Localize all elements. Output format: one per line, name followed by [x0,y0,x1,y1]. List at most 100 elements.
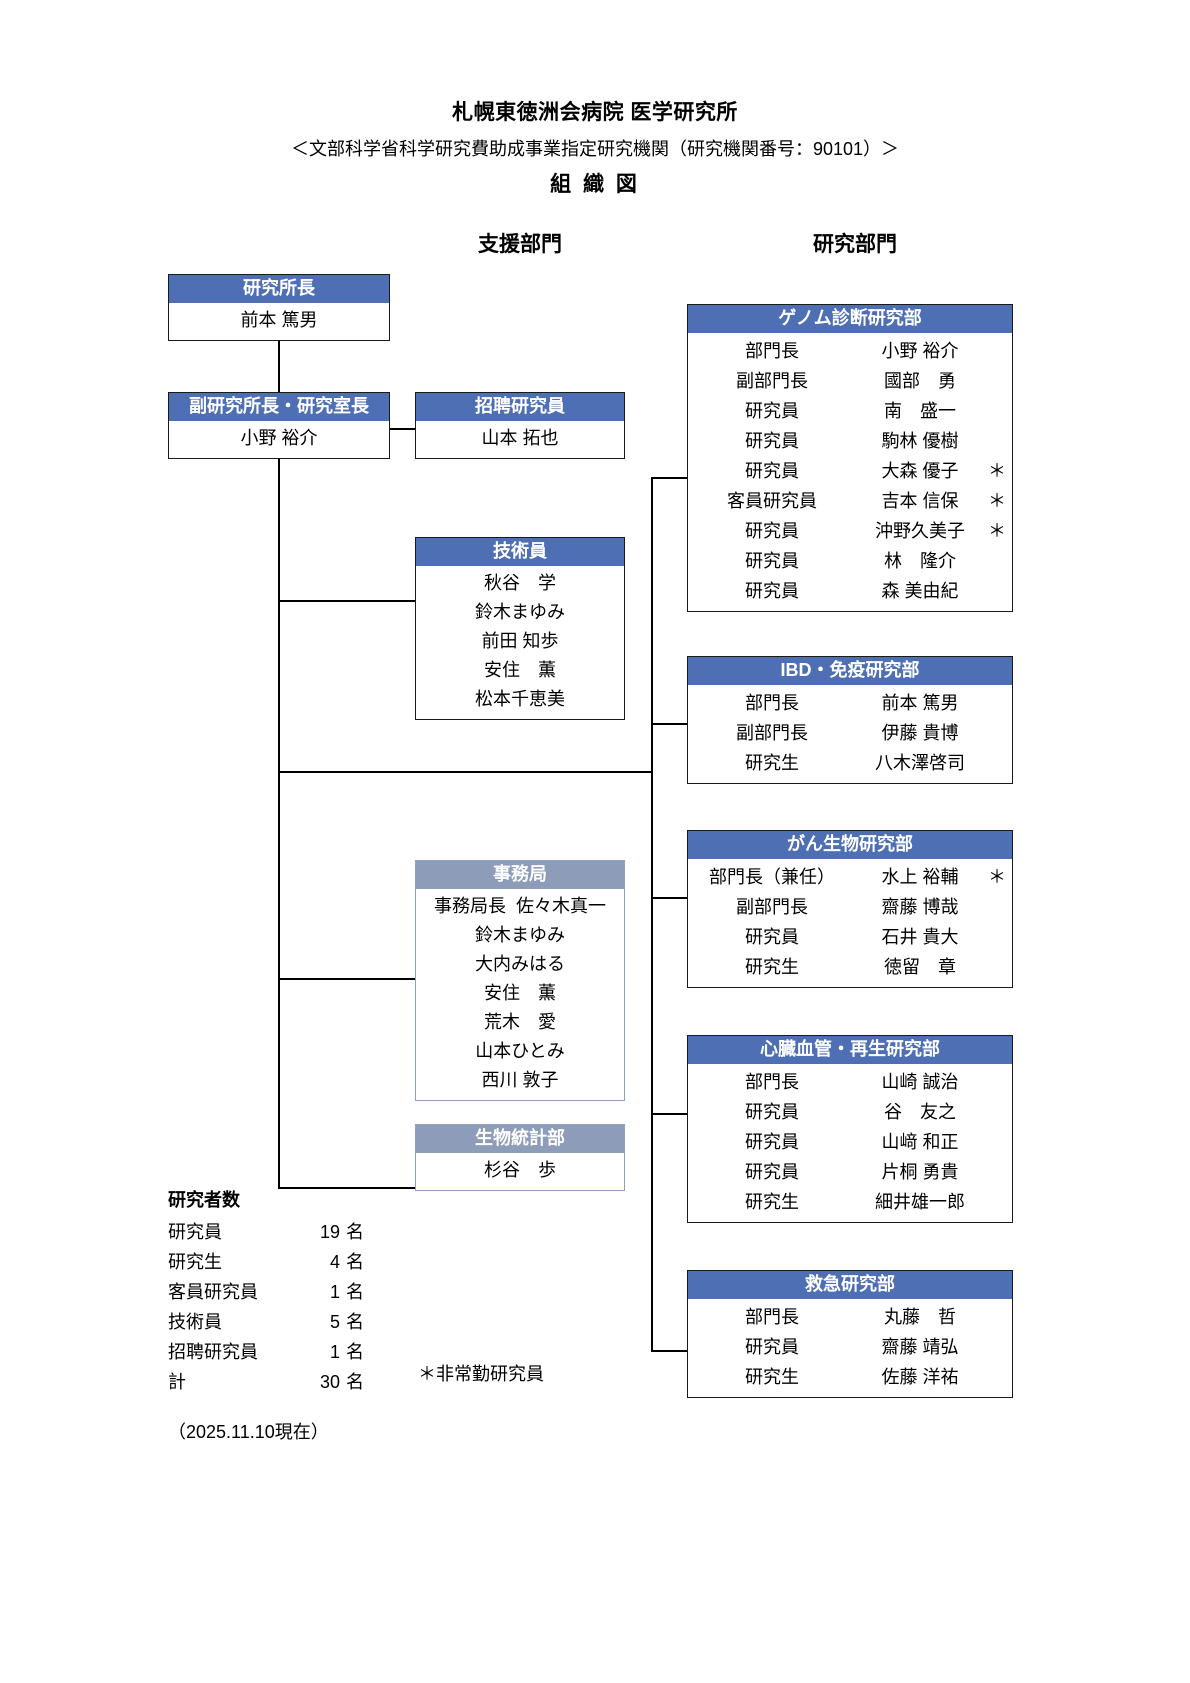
dept-name: 山﨑 和正 [881,1131,959,1152]
dept-role: 部門長 [745,692,799,713]
box-dept-cancer: がん生物研究部 部門長（兼任） 水上 裕輔 ＊ 副部門長 齋藤 博哉 研究員 石… [687,830,1013,988]
box-invited-researcher-body: 山本 拓也 [416,421,624,458]
dept-role: 研究員 [745,926,799,947]
box-deputy-director: 副研究所長・研究室長 小野 裕介 [168,392,390,459]
dept-row: 客員研究員 吉本 信保 ＊ [688,486,1012,516]
connector-spine-to-office [278,978,415,980]
dept-name: 徳留 章 [884,956,956,977]
column-header-research: 研究部門 [813,233,897,256]
dept-name: 齋藤 博哉 [881,896,959,917]
dept-row: 研究員 齋藤 靖弘 [688,1332,1012,1362]
stat-label: 客員研究員 [168,1282,258,1302]
stat-label: 研究員 [168,1222,222,1242]
box-dept-cardio-title: 心臓血管・再生研究部 [688,1036,1012,1064]
dept-name: 小野 裕介 [881,340,959,361]
dept-name: 國部 勇 [884,370,956,391]
dept-row: 研究員 沖野久美子 ＊ [688,516,1012,546]
dept-row: 部門長 小野 裕介 [688,336,1012,366]
dept-name: 駒林 優樹 [881,430,959,451]
dept-role: 研究員 [745,430,799,451]
stat-row: 研究員 19 名 [168,1217,364,1247]
stat-unit: 名 [346,1372,364,1392]
box-technicians-title: 技術員 [416,538,624,566]
part-time-footnote: ＊非常勤研究員 [418,1364,544,1384]
member-name: 秋谷 学 [484,572,556,593]
dept-name: 吉本 信保 [881,490,959,511]
dept-name: 片桐 勇貴 [881,1161,959,1182]
member-name: 荒木 愛 [484,1011,556,1032]
dept-name: 南 盛一 [884,400,956,421]
stat-value: 4 [329,1252,340,1272]
stat-row: 招聘研究員 1 名 [168,1337,364,1367]
box-technicians: 技術員 秋谷 学 鈴木まゆみ 前田 知歩 安住 薫 松本千恵美 [415,537,625,720]
stat-label: 計 [168,1372,186,1392]
box-office-body: 事務局長 佐々木真一 鈴木まゆみ 大内みはる 安住 薫 荒木 愛 山本ひとみ 西… [416,889,624,1100]
page-subtitle: ＜文部科学省科学研究費助成事業指定研究機関（研究機関番号：90101）＞ [290,139,900,159]
box-biostatistics: 生物統計部 杉谷 歩 [415,1124,625,1191]
connector-deputy-to-invited [390,428,415,430]
box-dept-ibd-title: IBD・免疫研究部 [688,657,1012,685]
dept-role: 研究員 [745,400,799,421]
connector-spine-to-research-bus [278,771,653,773]
dept-role: 副部門長 [736,722,808,743]
dept-name: 沖野久美子 [875,520,965,541]
member-name: 松本千恵美 [475,688,565,709]
dept-role: 研究生 [745,752,799,773]
box-dept-cancer-body: 部門長（兼任） 水上 裕輔 ＊ 副部門長 齋藤 博哉 研究員 石井 貴大 研究生… [688,859,1012,987]
chart-label: 組 織 図 [550,173,640,196]
connector-spine-to-biostatistics [278,1187,415,1189]
dept-row: 研究員 駒林 優樹 [688,426,1012,456]
box-dept-ibd-body: 部門長 前本 篤男 副部門長 伊藤 貴博 研究生 八木澤啓司 [688,685,1012,783]
dept-row: 研究員 林 隆介 [688,546,1012,576]
dept-name: 八木澤啓司 [875,752,965,773]
box-dept-cardio: 心臓血管・再生研究部 部門長 山崎 誠治 研究員 谷 友之 研究員 山﨑 和正 … [687,1035,1013,1223]
connector-bus-to-ibd [651,723,687,725]
stat-unit: 名 [346,1282,364,1302]
connector-bus-to-cardio [651,1113,687,1115]
box-dept-emergency-title: 救急研究部 [688,1271,1012,1299]
box-office: 事務局 事務局長 佐々木真一 鈴木まゆみ 大内みはる 安住 薫 荒木 愛 山本ひ… [415,860,625,1101]
box-dept-genome: ゲノム診断研究部 部門長 小野 裕介 副部門長 國部 勇 研究員 南 盛一 研究… [687,304,1013,612]
stat-unit: 名 [346,1342,364,1362]
member-name: 鈴木まゆみ [475,601,565,622]
dept-name: 齋藤 靖弘 [881,1336,959,1357]
dept-role: 部門長（兼任） [709,866,835,887]
stat-row: 研究生 4 名 [168,1247,364,1277]
dept-role: 部門長 [745,1071,799,1092]
dept-row: 部門長（兼任） 水上 裕輔 ＊ [688,862,1012,892]
member-name: 前田 知歩 [481,630,559,651]
dept-role: 研究員 [745,460,799,481]
stat-value: 5 [329,1312,340,1332]
stat-value: 1 [329,1342,340,1362]
dept-row: 研究員 谷 友之 [688,1097,1012,1127]
box-biostatistics-title: 生物統計部 [416,1125,624,1153]
dept-role: 研究員 [745,550,799,571]
member-name: 事務局長 佐々木真一 [433,895,606,916]
member-name: 安住 薫 [484,982,556,1003]
box-director: 研究所長 前本 篤男 [168,274,390,341]
dept-row: 研究員 片桐 勇貴 [688,1157,1012,1187]
column-header-support: 支援部門 [478,233,562,256]
dept-role: 研究生 [745,1191,799,1212]
box-technicians-body: 秋谷 学 鈴木まゆみ 前田 知歩 安住 薫 松本千恵美 [416,566,624,719]
stat-row: 客員研究員 1 名 [168,1277,364,1307]
stat-row: 技術員 5 名 [168,1307,364,1337]
dept-name: 山崎 誠治 [881,1071,959,1092]
researcher-count-title: 研究者数 [168,1190,240,1210]
member-name: 大内みはる [475,953,565,974]
stat-unit: 名 [346,1312,364,1332]
dept-role: 研究員 [745,520,799,541]
dept-row: 研究生 佐藤 洋祐 [688,1362,1012,1392]
dept-name: 佐藤 洋祐 [881,1366,959,1387]
page-title: 札幌東徳洲会病院 医学研究所 [452,101,738,124]
box-dept-emergency: 救急研究部 部門長 丸藤 哲 研究員 齋藤 靖弘 研究生 佐藤 洋祐 [687,1270,1013,1398]
box-director-title: 研究所長 [169,275,389,303]
box-dept-genome-title: ゲノム診断研究部 [688,305,1012,333]
dept-name: 森 美由紀 [881,580,959,601]
box-biostatistics-body: 杉谷 歩 [416,1153,624,1190]
stat-unit: 名 [346,1222,364,1242]
member-name: 西川 敦子 [481,1069,559,1090]
dept-row: 研究員 山﨑 和正 [688,1127,1012,1157]
dept-row: 部門長 丸藤 哲 [688,1302,1012,1332]
